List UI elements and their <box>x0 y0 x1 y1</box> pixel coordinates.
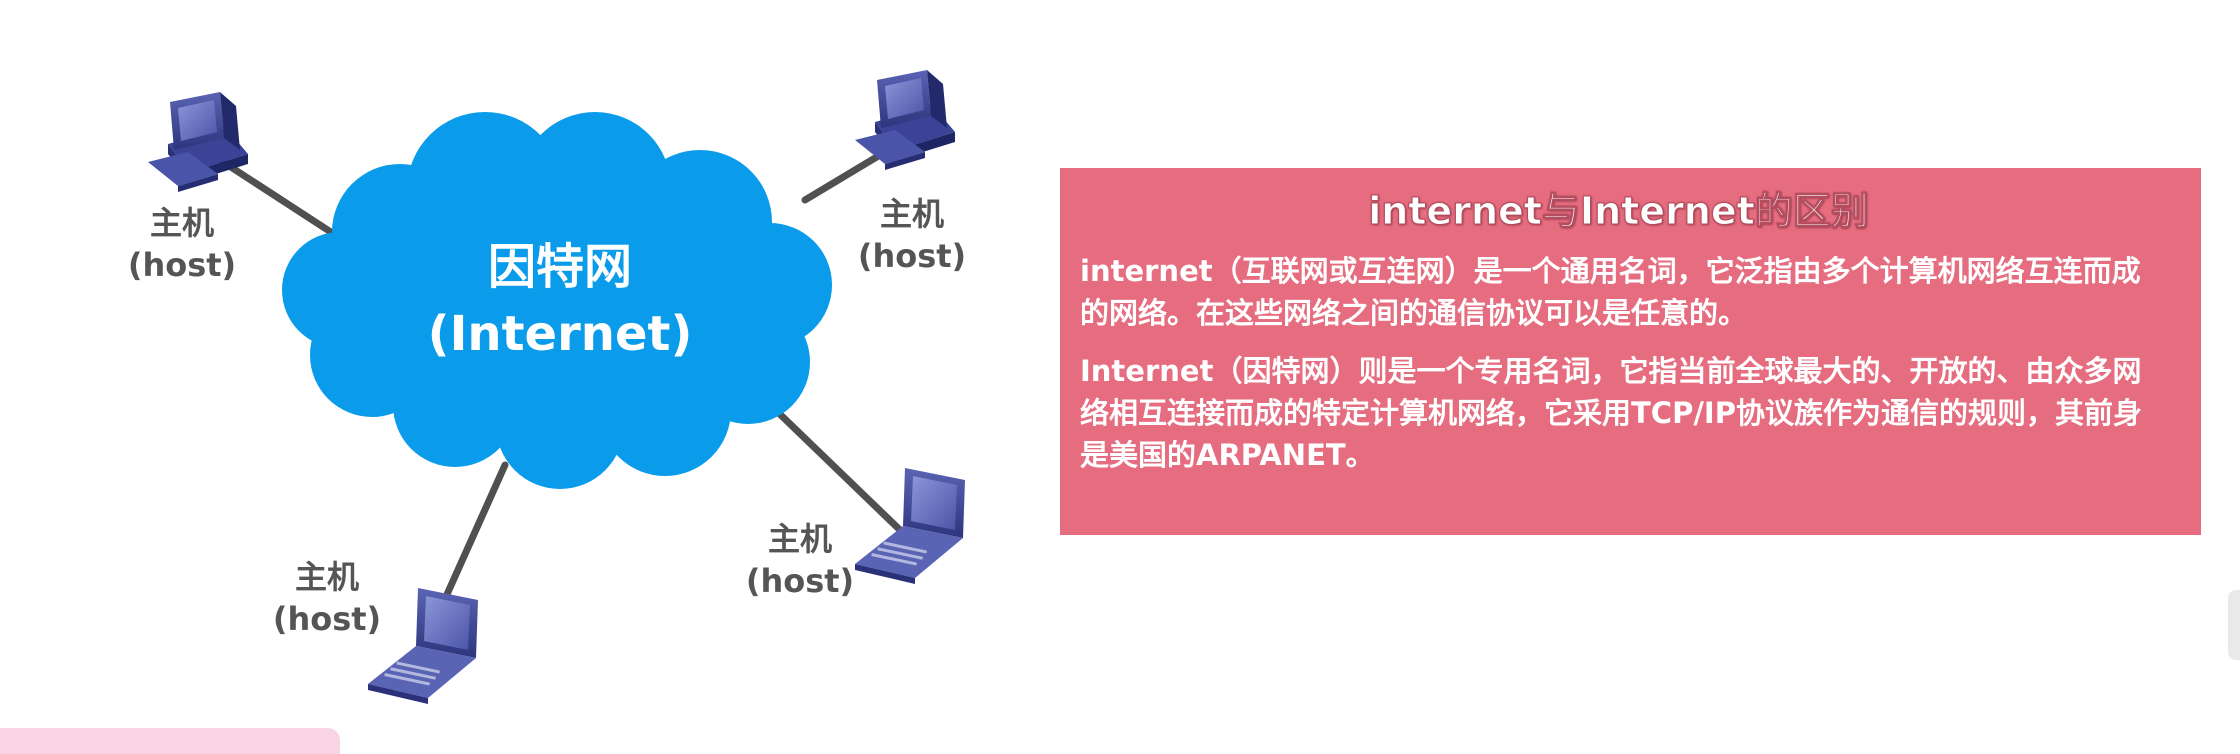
info-panel: internet与Internet的区别 internet（互联网或互连网）是一… <box>1060 168 2201 535</box>
host-label-top-right: 主机 (host) <box>812 193 1012 277</box>
laptop-icon <box>855 468 965 584</box>
cloud-label-zh: 因特网 <box>487 239 632 295</box>
panel-title: internet与Internet的区别 <box>1368 189 1870 234</box>
connection-lines <box>216 151 904 614</box>
desktop-computer-icon <box>855 70 955 170</box>
network-diagram <box>148 70 965 704</box>
link-host-bottom-left <box>436 461 509 614</box>
host-label-en: (host) <box>745 562 855 600</box>
host-label-bottom-right: 主机 (host) <box>700 518 900 602</box>
panel-paragraph-Internet: Internet（因特网）则是一个专用名词，它指当前全球最大的、开放的、由众多网… <box>1080 354 2142 472</box>
desktop-computer-icon <box>148 92 248 192</box>
host-label-en: (host) <box>857 237 967 275</box>
host-label-en: (host) <box>272 600 382 638</box>
cloud-label: 因特网 (Internet) <box>405 235 715 369</box>
link-host-top-right <box>801 151 884 204</box>
host-label-zh: 主机 <box>879 195 944 233</box>
host-label-top-left: 主机 (host) <box>82 202 282 286</box>
host-label-bottom-left: 主机 (host) <box>227 556 427 640</box>
host-label-zh: 主机 <box>294 558 359 596</box>
cloud-label-en: (Internet) <box>427 306 693 362</box>
link-host-bottom-right <box>756 391 904 534</box>
host-label-zh: 主机 <box>149 204 214 242</box>
internet-cloud <box>282 112 832 489</box>
host-label-en: (host) <box>127 246 237 284</box>
bottom-highlight-bar <box>0 728 340 754</box>
link-host-top-left <box>216 156 344 242</box>
host-label-zh: 主机 <box>767 520 832 558</box>
panel-paragraph-internet: internet（互联网或互连网）是一个通用名词，它泛指由多个计算机网络互连而成… <box>1080 254 2141 330</box>
scroll-handle[interactable] <box>2228 590 2240 660</box>
laptop-icon <box>368 588 478 704</box>
